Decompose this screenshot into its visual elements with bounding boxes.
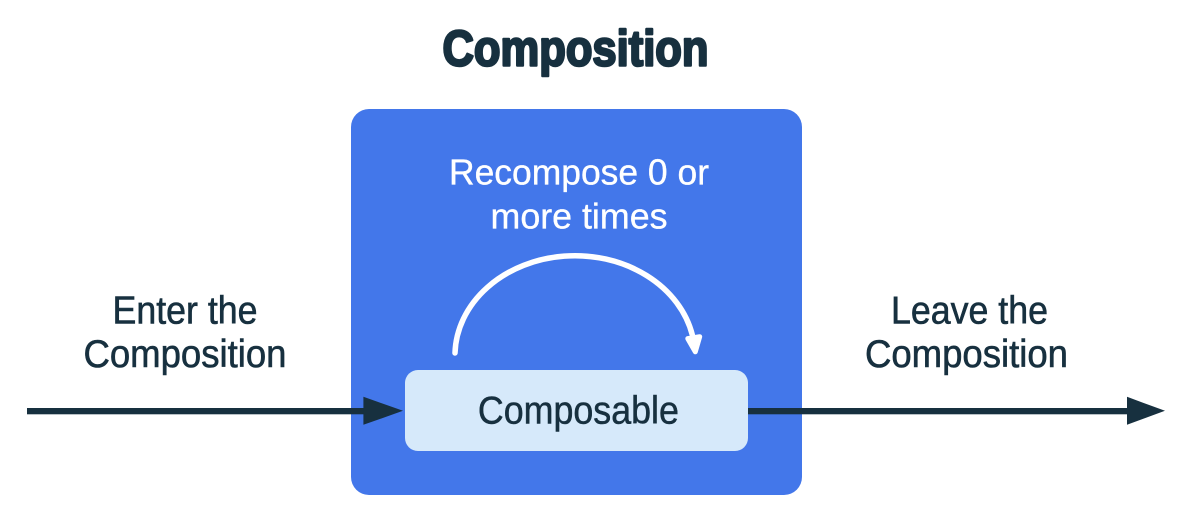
svg-text:Recompose 0 or: Recompose 0 or [449, 152, 709, 193]
svg-text:Enter the: Enter the [113, 290, 258, 333]
svg-text:Composition: Composition [84, 333, 287, 376]
svg-text:Composition: Composition [443, 20, 709, 76]
svg-text:Composable: Composable [478, 389, 679, 432]
svg-text:Composition: Composition [865, 333, 1068, 376]
svg-text:Leave the: Leave the [891, 290, 1048, 333]
svg-text:more times: more times [491, 196, 668, 237]
